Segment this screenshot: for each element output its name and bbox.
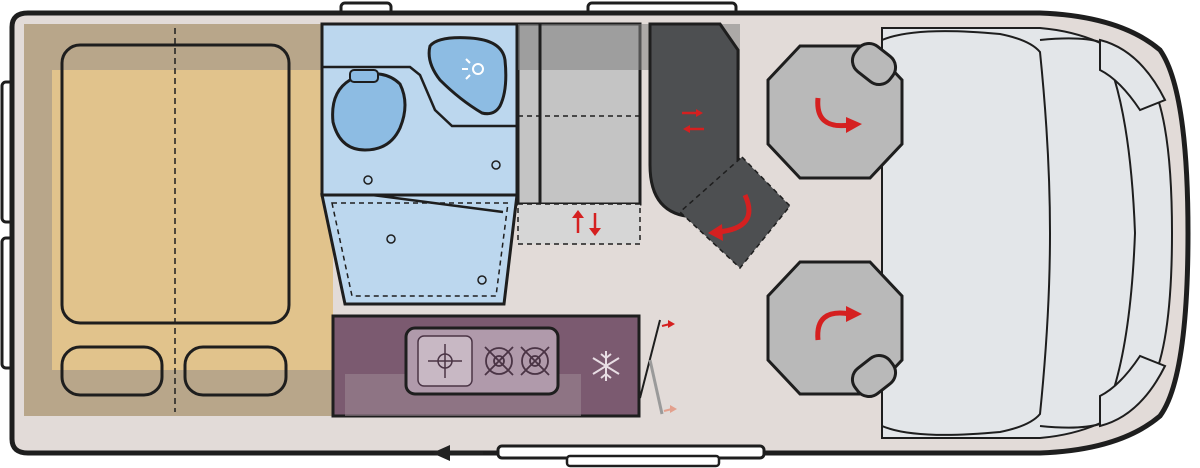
- mirror-top: [1099, 38, 1167, 112]
- gas-burner-icon: [484, 346, 514, 376]
- shower-tray: [320, 193, 519, 306]
- washbasin-icon: [427, 36, 508, 116]
- sliding-door-arrow-icon: [432, 445, 483, 461]
- bathroom-drain-icon: [363, 175, 373, 185]
- snowflake-icon: [592, 351, 620, 381]
- door-swing-shadow: [648, 359, 664, 415]
- sliding-door-step: [565, 454, 721, 468]
- shower-tray-border: [331, 202, 509, 297]
- bathroom-inner-wall: [322, 65, 517, 128]
- swivel-seat-icon: [766, 41, 904, 180]
- bathroom-fixing-icon: [491, 160, 501, 170]
- swivel-seat-icon: [766, 260, 904, 399]
- toilet-icon: [331, 69, 407, 152]
- shower-folding-door: [371, 193, 504, 214]
- sink-icon: [417, 335, 473, 387]
- shower-fixing-icon: [477, 275, 487, 285]
- mirror-bottom: [1099, 354, 1167, 428]
- mattress-surface: [52, 70, 333, 370]
- rotate-arrow-icon: [708, 193, 752, 241]
- door-slide-icon: [661, 320, 677, 413]
- cab-dashboard: [881, 30, 1052, 436]
- dinette-table-rotated: [678, 155, 792, 270]
- door-swing-line: [639, 319, 661, 399]
- gas-burner-icon: [520, 346, 550, 376]
- shower-drain-icon: [386, 234, 396, 244]
- pillow-left: [60, 345, 164, 397]
- slide-arrows-icon: [572, 210, 601, 236]
- pillow-right: [183, 345, 288, 397]
- dinette-slide-icon: [682, 109, 704, 133]
